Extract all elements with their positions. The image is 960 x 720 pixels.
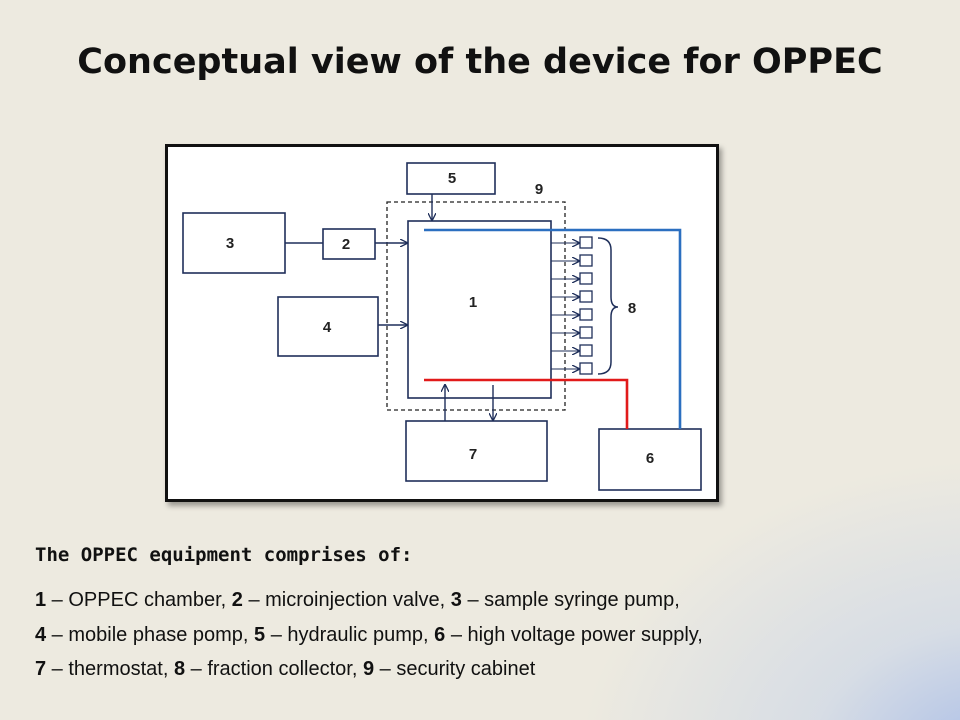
label-8: 8	[628, 300, 636, 317]
legend-num: 4	[35, 624, 47, 646]
outlet-6	[551, 326, 593, 339]
fraction-collector-brace	[597, 237, 619, 375]
box-4	[277, 296, 379, 357]
outlet-5	[551, 308, 593, 321]
hv-supply-line	[424, 228, 682, 429]
box-3	[182, 212, 286, 274]
legend-text: – microinjection valve,	[242, 589, 451, 611]
legend-num: 8	[173, 658, 186, 680]
legend-num: 7	[35, 658, 47, 680]
label-7: 7	[469, 446, 477, 463]
caption-heading: The OPPEC equipment comprises of:	[35, 544, 413, 566]
box-6	[598, 428, 702, 491]
outlet-1	[551, 236, 593, 249]
box-1	[407, 220, 552, 399]
legend-line-2: 4 – mobile phase pomp, 5 – hydraulic pum…	[35, 624, 703, 647]
page-title: Conceptual view of the device for OPPEC	[77, 42, 883, 82]
outlet-4	[551, 290, 593, 303]
fraction-collector-outlets	[551, 236, 593, 375]
outlet-7	[551, 344, 593, 357]
device-diagram: 3 2 4 5 9 1 8 7 6	[165, 144, 719, 502]
box-2	[322, 228, 376, 260]
legend-text: – OPPEC chamber,	[46, 589, 232, 611]
label-4: 4	[323, 319, 332, 336]
label-2: 2	[342, 236, 350, 253]
label-9: 9	[535, 181, 543, 198]
legend-line-3: 7 – thermostat, 8 – fraction collector, …	[35, 658, 535, 681]
legend-num: 1	[35, 589, 47, 611]
thermostat-line	[424, 378, 629, 429]
legend-num: 6	[434, 624, 446, 646]
label-3: 3	[226, 235, 234, 252]
outlet-2	[551, 254, 593, 267]
legend-text: – security cabinet	[374, 658, 536, 680]
legend-line-1: 1 – OPPEC chamber, 2 – microinjection va…	[35, 589, 680, 612]
legend-text: – hydraulic pump,	[265, 624, 435, 646]
legend-num: 5	[254, 624, 266, 646]
legend-num: 2	[231, 589, 243, 611]
legend-num: 9	[362, 658, 375, 680]
legend-text: – mobile phase pomp,	[46, 624, 255, 646]
box-7	[405, 420, 548, 482]
label-1: 1	[469, 294, 477, 311]
box-5	[406, 162, 496, 195]
legend-text: – high voltage power supply,	[445, 624, 703, 646]
outlet-8	[551, 362, 593, 375]
legend-text: – sample syringe pump,	[461, 589, 680, 611]
legend-num: 3	[450, 589, 462, 611]
label-6: 6	[646, 450, 654, 467]
legend-text: – thermostat,	[46, 658, 174, 680]
security-cabinet-outline	[386, 201, 566, 411]
legend-text: – fraction collector,	[185, 658, 363, 680]
outlet-3	[551, 272, 593, 285]
label-5: 5	[448, 170, 456, 187]
